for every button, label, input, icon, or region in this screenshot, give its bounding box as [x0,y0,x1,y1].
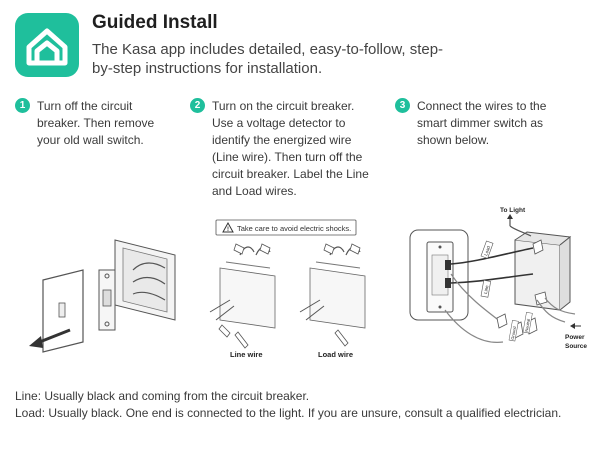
line-tag: Line [483,284,489,294]
ground-tag: Ground [510,326,517,340]
figure-wiring-diagram: To Light Load Line Ground [405,200,595,370]
wiring-diagram-illustration: To Light Load Line Ground [409,207,587,350]
load-wire-label: Load wire [318,350,353,359]
line-wire-label: Line wire [230,350,263,359]
power-source-label-line2: Source [565,343,587,350]
wire-notes: Line: Usually black and coming from the … [15,388,585,422]
identify-wires-illustration: ! Take care to avoid electric shocks. Li… [209,219,366,359]
line-note: Line: Usually black and coming from the … [15,389,310,403]
to-light-label: To Light [500,207,526,214]
remove-switch-illustration [29,239,176,353]
neutral-tag: Neutral [524,318,531,332]
power-source-label-line1: Power [565,334,585,341]
load-note: Load: Usually black. One end is connecte… [15,406,562,420]
load-tag: Load [483,245,491,257]
kasa-app-icon [15,13,79,77]
step-text: Turn off the circuit breaker. Then remov… [37,99,155,147]
step-text: Connect the wires to the smart dimmer sw… [417,99,547,147]
figure-remove-switch [15,200,185,370]
step-text: Turn on the circuit breaker. Use a volta… [212,99,369,198]
page-subtitle: The Kasa app includes detailed, easy-to-… [92,41,444,77]
page-title: Guided Install [92,12,218,33]
warning-text: Take care to avoid electric shocks. [237,224,351,233]
figure-identify-wires: ! Take care to avoid electric shocks. Li… [200,200,380,370]
step-number-badge: 3 [395,98,410,113]
step-number-badge: 2 [190,98,205,113]
step-number-badge: 1 [15,98,30,113]
svg-text:!: ! [227,227,229,233]
kasa-home-icon [26,28,68,66]
